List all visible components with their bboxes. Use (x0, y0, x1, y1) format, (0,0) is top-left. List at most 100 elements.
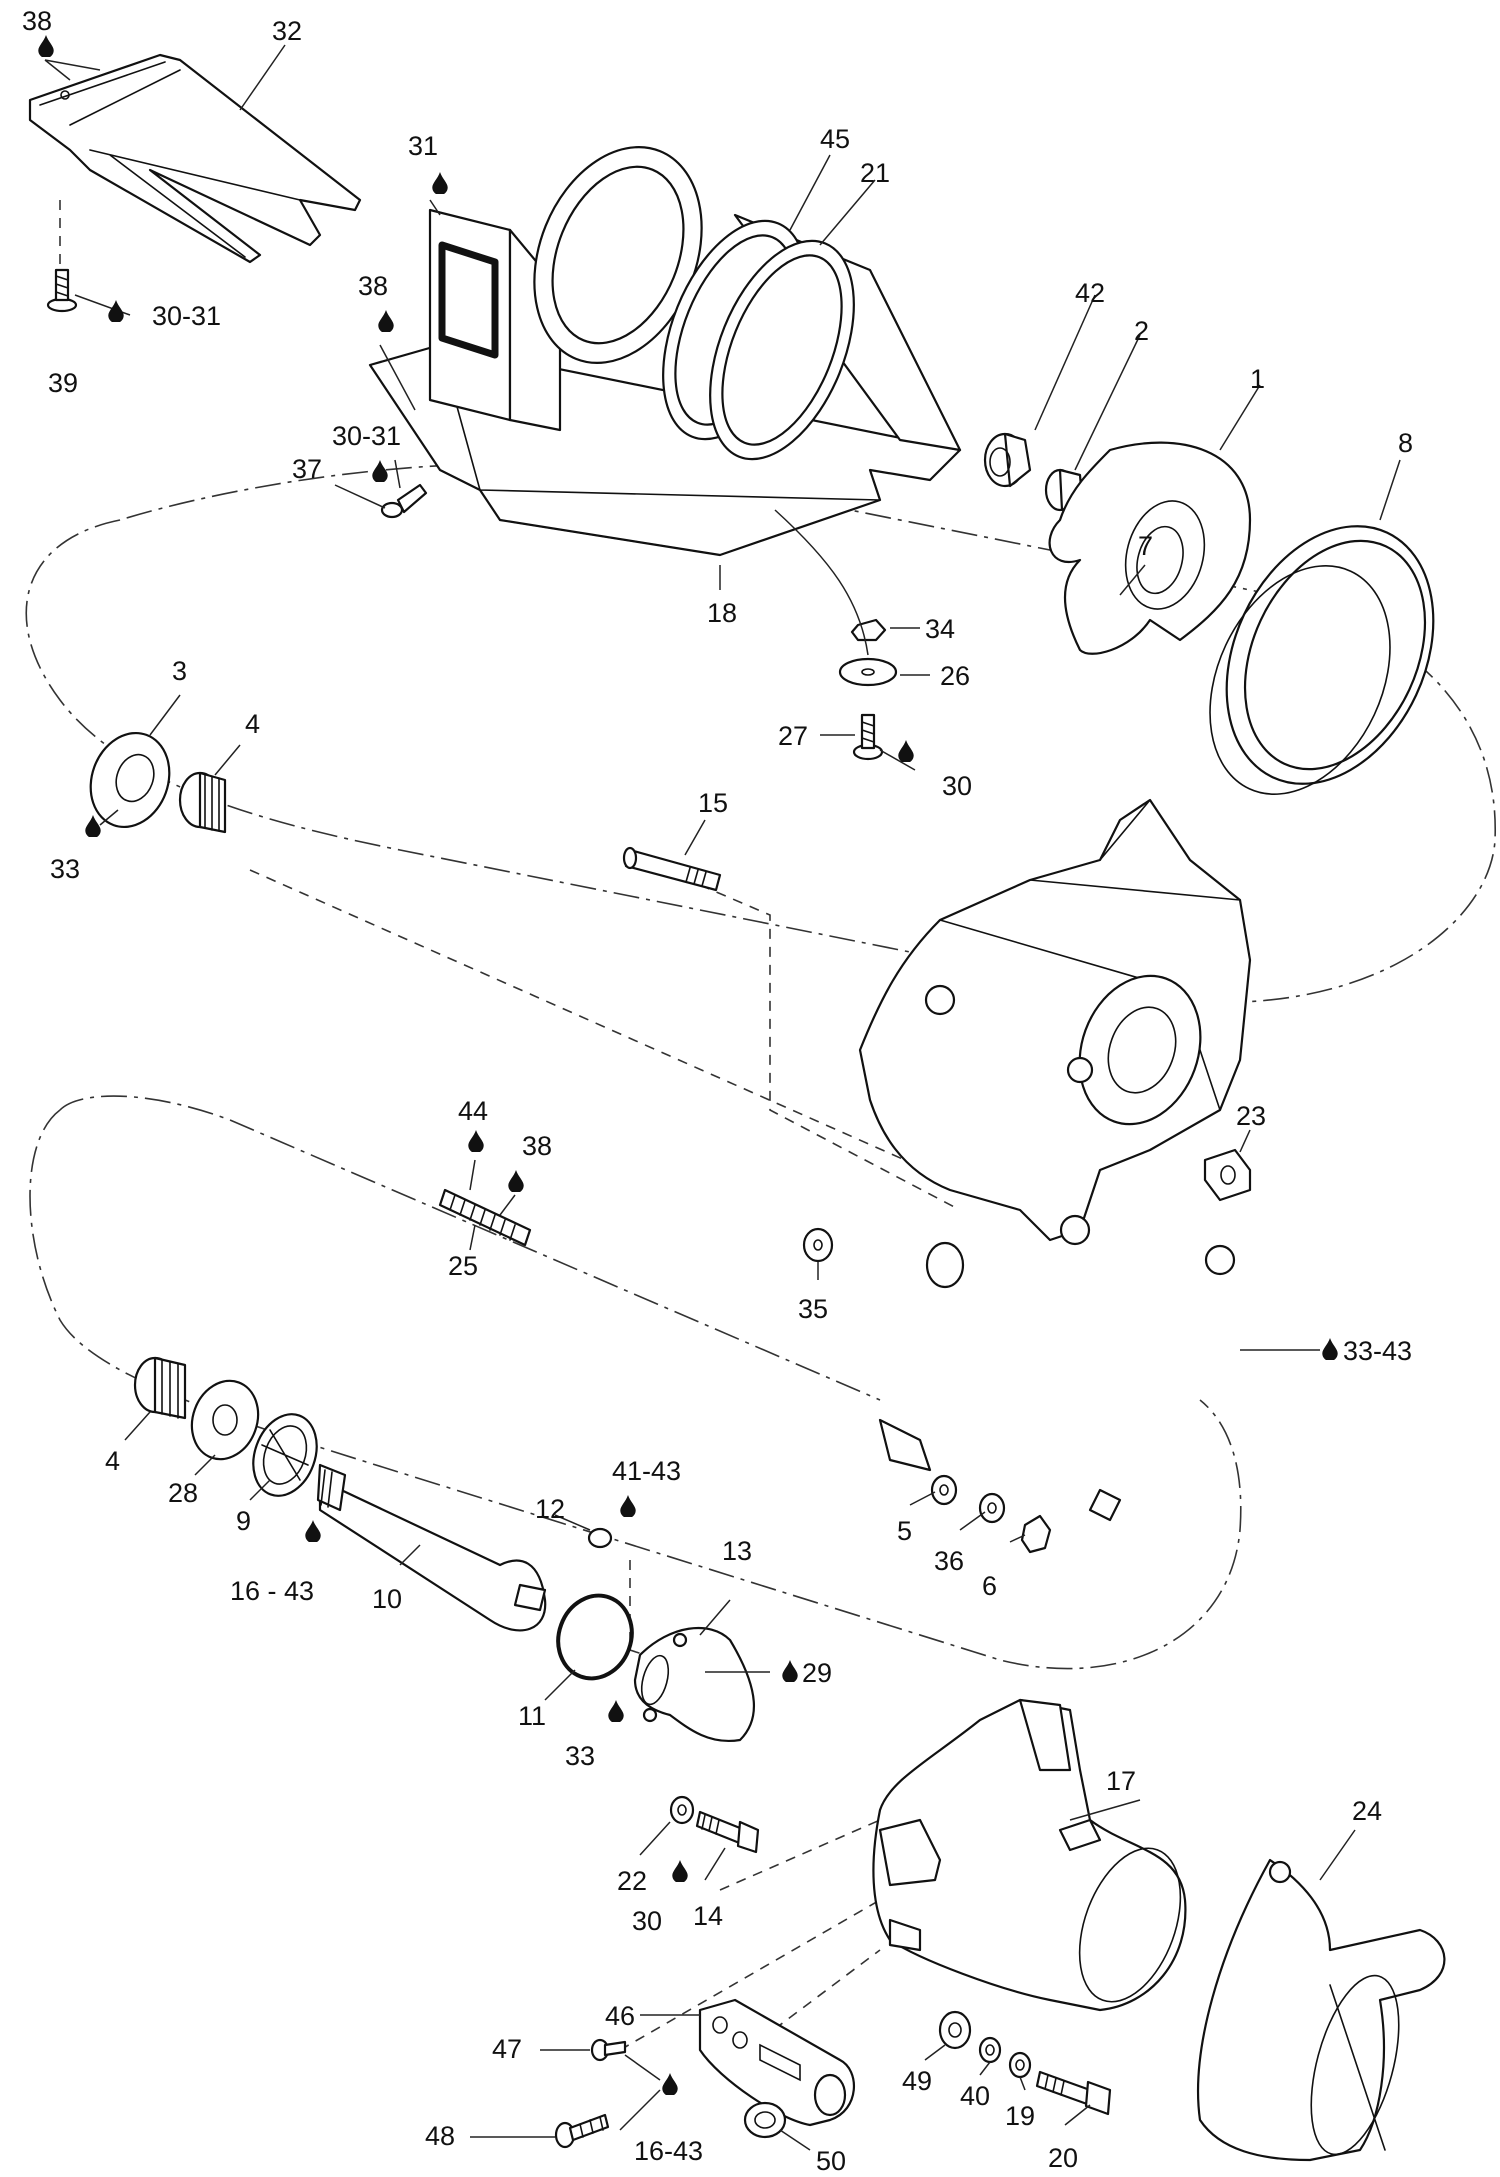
lubricant-drop-icon (378, 310, 394, 332)
lubricant-drop-icon (372, 460, 388, 482)
label-12: 12 (535, 1494, 565, 1524)
label-33: 33 (565, 1741, 595, 1771)
part-47-screw (590, 2038, 627, 2062)
label-40: 40 (960, 2081, 990, 2111)
part-19-lockwasher (1008, 2051, 1032, 2079)
label-15: 15 (698, 788, 728, 818)
part-21-ring (709, 239, 855, 461)
label-7: 7 (1138, 531, 1153, 561)
label-36: 36 (934, 1546, 964, 1576)
label-25: 25 (448, 1251, 478, 1281)
label-42: 42 (1075, 278, 1105, 308)
axis-support (719, 1819, 881, 1891)
label-34: 34 (925, 614, 955, 644)
part-36-lockwasher (978, 1492, 1006, 1524)
label-18: 18 (707, 598, 737, 628)
part-labels: 38 32 31 45 21 38 30-31 39 42 2 1 8 30-3… (22, 6, 1413, 2176)
label-9: 9 (236, 1506, 251, 1536)
label-2: 2 (1134, 316, 1149, 346)
part-22-washer (669, 1795, 695, 1825)
part-17-nozzle (872, 1698, 1187, 2012)
label-17: 17 (1106, 1766, 1136, 1796)
label-23: 23 (1236, 1101, 1266, 1131)
part-20-bolt (1035, 2070, 1112, 2116)
part-24-steering-nozzle (1196, 1858, 1446, 2162)
part-14-bolt (695, 1810, 760, 1854)
label-6: 6 (982, 1571, 997, 1601)
label-31: 31 (408, 131, 438, 161)
label-33: 33 (50, 854, 80, 884)
label-38: 38 (358, 271, 388, 301)
label-26: 26 (940, 661, 970, 691)
label-49: 49 (902, 2066, 932, 2096)
label-30-31: 30-31 (152, 301, 221, 331)
part-32-vane (28, 53, 362, 264)
part-11-o-ring (556, 1593, 634, 1681)
part-1-impeller (1048, 441, 1252, 655)
label-14: 14 (693, 1901, 723, 1931)
part-35-washer (802, 1227, 834, 1263)
part-37-screw (380, 483, 428, 519)
part-10-shaft (316, 1463, 547, 1632)
part-25-stud (438, 1188, 532, 1247)
label-44: 44 (458, 1096, 488, 1126)
label-39: 39 (48, 368, 78, 398)
part-15-stud (622, 846, 722, 892)
seal-outline (438, 241, 499, 359)
label-11: 11 (518, 1701, 546, 1731)
label-46: 46 (605, 2001, 635, 2031)
label-28: 28 (168, 1478, 198, 1508)
part-27-bolt (852, 713, 884, 761)
part-3-seal (89, 731, 171, 829)
leader-lines (44, 44, 1401, 2151)
label-22: 22 (617, 1866, 647, 1896)
label-10: 10 (372, 1584, 402, 1614)
axis-support3 (619, 1899, 881, 2051)
axis-shaft (249, 869, 951, 1181)
part-26-washer (838, 657, 898, 687)
part-23-insert (1203, 1148, 1252, 1202)
label-16-43: 16 - 43 (230, 1576, 314, 1606)
label-38: 38 (22, 6, 52, 36)
label-16-43: 16-43 (634, 2136, 703, 2166)
lubricant-drop-icon (662, 2073, 678, 2095)
part-49-spacer (938, 2010, 972, 2050)
lubricant-drop-icon (620, 1495, 636, 1517)
part-9-thrust-bearing (252, 1413, 318, 1497)
part-13-cap (633, 1626, 756, 1743)
label-3: 3 (172, 656, 187, 686)
part-39-screw (46, 268, 78, 313)
axis-stud-15 (699, 884, 961, 1211)
part-6-nut (1020, 1514, 1052, 1554)
lubricant-drop-icon (1322, 1338, 1338, 1360)
label-33-43: 33-43 (1343, 1336, 1412, 1366)
part-28-washer (190, 1379, 260, 1461)
label-8: 8 (1398, 428, 1413, 458)
lubricant-drop-icon (85, 815, 101, 837)
label-35: 35 (798, 1294, 828, 1324)
assembly-loop-lower (29, 1109, 1242, 1670)
label-13: 13 (722, 1536, 752, 1566)
part-12-plug (587, 1527, 613, 1549)
label-1: 1 (1250, 364, 1265, 394)
label-50: 50 (816, 2146, 846, 2176)
part-40-washer (978, 2036, 1002, 2064)
label-30-31: 30-31 (332, 421, 401, 451)
part-4-bearing-bottom (133, 1356, 187, 1420)
label-47: 47 (492, 2034, 522, 2064)
lubricant-drop-icon (782, 1660, 798, 1682)
label-37: 37 (292, 454, 322, 484)
part-48-screw (554, 2113, 610, 2149)
lubricant-drop-icon (508, 1170, 524, 1192)
label-32: 32 (272, 16, 302, 46)
label-48: 48 (425, 2121, 455, 2151)
label-4: 4 (105, 1446, 120, 1476)
lubricant-drop-icon (672, 1860, 688, 1882)
lubricant-drop-icon (468, 1130, 484, 1152)
lubricant-drop-icon (108, 300, 124, 322)
lubricant-drop-icon (898, 740, 914, 762)
part-4-bearing-top (178, 771, 227, 834)
part-42-bushing (983, 432, 1032, 488)
